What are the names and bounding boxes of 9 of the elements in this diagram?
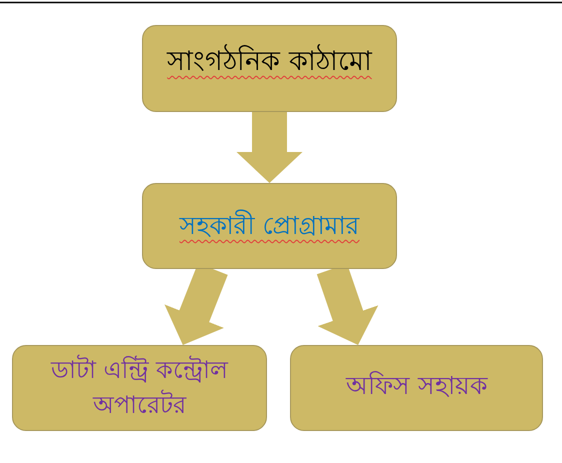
process-box [290, 345, 543, 431]
box-label: অফিস সহায়ক [346, 370, 487, 402]
box-label: ডাটা এন্ট্রি কন্ট্রোল অপারেটর [50, 354, 230, 421]
box-label: সাংগঠনিক কাঠামো [167, 43, 372, 79]
process-box [142, 183, 397, 269]
process-box [142, 25, 397, 112]
block-arrow [236, 112, 302, 183]
box-label: সহকারী প্রোগ্রামার [180, 208, 360, 242]
process-box [12, 345, 267, 431]
